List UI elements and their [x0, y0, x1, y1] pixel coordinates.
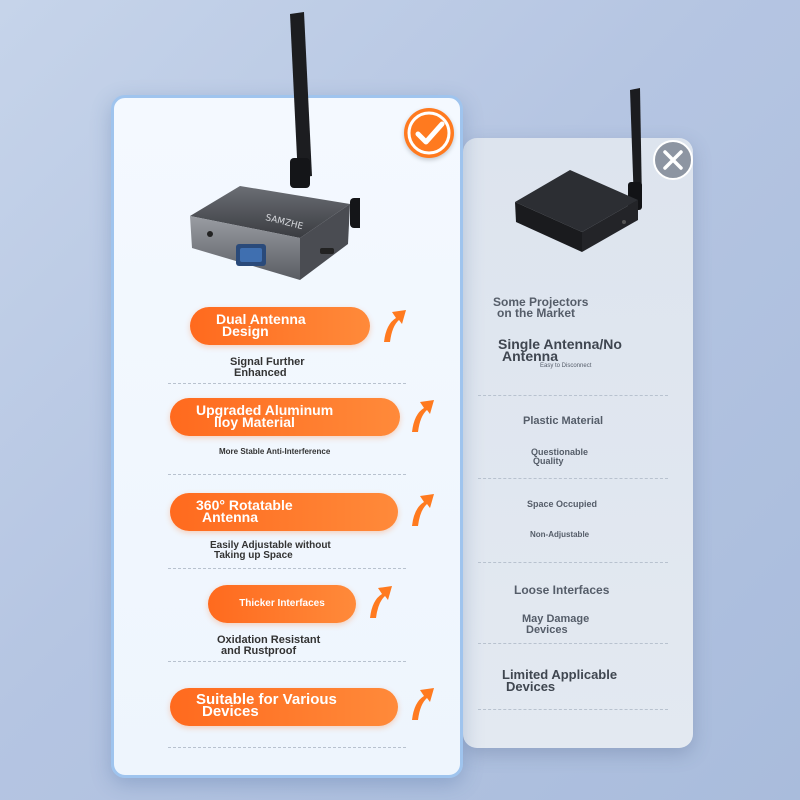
single-antenna-box-image — [515, 88, 642, 252]
competitor-detail-interfaces: May Damage Devices — [522, 614, 589, 636]
arrow-up-icon — [412, 688, 434, 720]
feature-detail-line2: Enhanced — [234, 367, 287, 379]
feature-pill-line1: Thicker Interfaces — [239, 598, 325, 609]
competitor-detail-line1: Questionable — [531, 447, 589, 457]
arrow-up-icon — [412, 400, 434, 432]
competitor-detail-line2: Devices — [526, 624, 568, 636]
competitor-item-plastic: Plastic Material — [523, 415, 603, 427]
feature-detail-line2: Taking up Space — [214, 550, 293, 561]
feature-pill-dual-antenna: Dual Antenna Design — [190, 307, 370, 345]
competitor-header-line1: Some Projectors — [493, 295, 589, 309]
feature-detail-dual-antenna: Signal Further Enhanced — [230, 357, 305, 379]
competitor-detail-text: Easy to Disconnect — [540, 363, 592, 369]
divider — [478, 709, 668, 710]
competitor-detail-line2: Quality — [533, 456, 564, 466]
competitor-detail-plastic: Questionable Quality — [531, 448, 588, 466]
divider — [478, 395, 668, 396]
competitor-item-line1: Single Antenna/No — [498, 336, 622, 352]
divider — [478, 478, 668, 479]
x-mark-icon — [653, 140, 693, 180]
divider — [168, 747, 406, 748]
feature-pill-line2: Design — [222, 323, 269, 339]
feature-pill-line1: 360° Rotatable — [196, 497, 293, 513]
competitor-item-line2: Devices — [506, 679, 556, 694]
competitor-item-line2: Antenna — [502, 348, 558, 364]
competitor-header-line2: on the Market — [497, 306, 576, 320]
competitor-item-line1: Space Occupied — [527, 499, 598, 509]
feature-pill-interfaces: Thicker Interfaces — [208, 585, 356, 623]
competitor-item-antenna: Single Antenna/No Antenna — [498, 336, 622, 364]
competitor-detail-line1: May Damage — [522, 613, 590, 625]
feature-detail-line1: Oxidation Resistant — [217, 634, 321, 646]
feature-pill-line2: Antenna — [202, 509, 258, 525]
feature-detail-line2: and Rustproof — [221, 645, 297, 657]
feature-pill-line2: Devices — [202, 703, 259, 720]
competitor-detail-antenna: Easy to Disconnect — [540, 363, 591, 369]
feature-detail-rotatable: Easily Adjustable without Taking up Spac… — [210, 541, 331, 561]
divider — [478, 643, 668, 644]
feature-pill-line1: Upgraded Aluminum — [196, 402, 334, 418]
competitor-item-space: Space Occupied — [527, 499, 597, 509]
feature-pill-rotatable: 360° Rotatable Antenna — [170, 493, 398, 531]
feature-pill-aluminum: Upgraded Aluminum lloy Material — [170, 398, 400, 436]
divider — [168, 383, 406, 384]
competitor-item-line1: Limited Applicable — [502, 667, 618, 682]
feature-detail-aluminum: More Stable Anti-Interference — [219, 446, 330, 457]
competitor-detail-text: Non-Adjustable — [530, 530, 590, 539]
arrow-up-icon — [370, 586, 392, 618]
competitor-item-line1: Loose Interfaces — [514, 583, 610, 597]
competitor-item-line1: Plastic Material — [523, 415, 604, 427]
divider — [168, 474, 406, 475]
feature-detail-interfaces: Oxidation Resistant and Rustproof — [217, 635, 320, 657]
feature-detail-line1: Signal Further — [230, 356, 305, 368]
feature-detail-line1: More Stable Anti-Interference — [219, 447, 331, 456]
dual-antenna-receiver-image: SAMZHE — [190, 12, 360, 280]
competitor-header: Some Projectors on the Market — [493, 295, 589, 320]
feature-pill-line1: Suitable for Various — [196, 691, 337, 708]
feature-pill-line1: Dual Antenna — [216, 311, 306, 327]
feature-detail-line1: Easily Adjustable without — [210, 540, 331, 551]
divider — [168, 661, 406, 662]
divider — [168, 568, 406, 569]
competitor-detail-space: Non-Adjustable — [530, 530, 589, 539]
check-mark-icon — [404, 108, 454, 158]
competitor-item-interfaces: Loose Interfaces — [514, 583, 609, 597]
competitor-item-devices: Limited Applicable Devices — [502, 667, 618, 694]
arrow-up-icon — [412, 494, 434, 526]
arrow-up-icon — [384, 310, 406, 342]
feature-pill-line2: lloy Material — [214, 414, 295, 430]
feature-pill-devices: Suitable for Various Devices — [170, 688, 398, 726]
divider — [478, 562, 668, 563]
